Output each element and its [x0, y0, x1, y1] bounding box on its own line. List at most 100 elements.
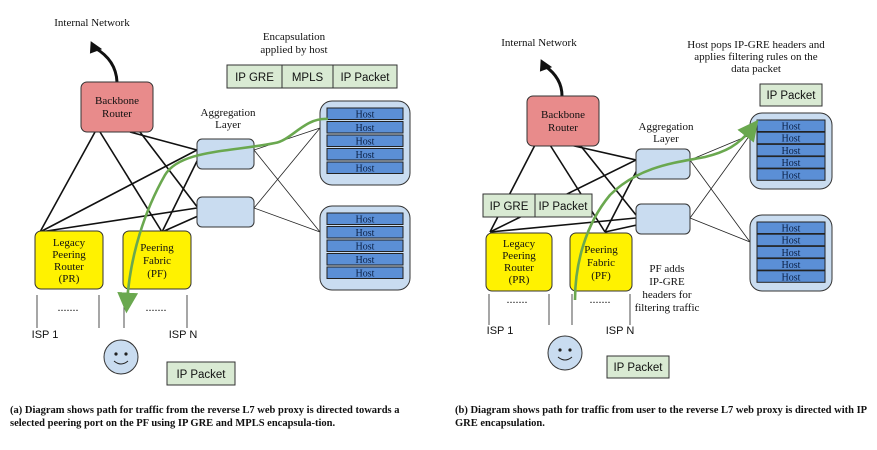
- host-label: Host: [782, 170, 801, 181]
- peering-fabric-label: Fabric: [587, 257, 615, 269]
- header-label: IP Packet: [538, 201, 588, 213]
- host-box: [326, 161, 404, 174]
- host-label: Host: [356, 150, 375, 161]
- host-box: [756, 270, 826, 283]
- thin-link: [689, 159, 751, 243]
- host-box: [326, 148, 404, 161]
- host-label: Host: [356, 110, 375, 121]
- host-label: Host: [782, 260, 801, 271]
- smiley-eye: [558, 348, 562, 352]
- backbone-router: [526, 95, 600, 147]
- thin-link: [689, 217, 751, 243]
- header-box: [534, 193, 593, 218]
- legacy-router-label: Router: [504, 262, 534, 274]
- aggregation-switch-bottom: [196, 196, 255, 228]
- host-box: [326, 239, 404, 252]
- header-box: [332, 64, 398, 89]
- peering-fabric-label: (PF): [591, 270, 611, 282]
- link: [99, 131, 163, 233]
- host-label: Host: [782, 122, 801, 133]
- host-box: [326, 266, 404, 279]
- smiley-face-icon: [547, 335, 583, 371]
- aggregation-label: Aggregation: [639, 121, 694, 133]
- caption-b: (b) Diagram shows path for traffic from …: [455, 405, 867, 429]
- peering-fabric-label: Peering: [140, 242, 174, 254]
- thin-link: [253, 149, 321, 233]
- host-packet-box: [759, 83, 823, 107]
- up-arrow-icon: [544, 64, 564, 97]
- packet-label: IP Packet: [613, 362, 663, 374]
- host-box: [326, 134, 404, 147]
- aggregation-label: Layer: [215, 119, 241, 131]
- encap-label: Encapsulation: [263, 31, 326, 43]
- pf-note: headers for: [642, 289, 692, 301]
- host-label: Host: [356, 137, 375, 148]
- port-dots: .......: [590, 292, 611, 306]
- host-label: Host: [356, 123, 375, 134]
- backbone-router: [80, 81, 154, 133]
- host-box: [756, 221, 826, 234]
- host-box: [756, 143, 826, 157]
- host-box: [326, 107, 404, 120]
- link: [129, 131, 198, 151]
- backbone-router-label: Backbone: [95, 95, 139, 107]
- smiley-face-icon: [103, 339, 139, 375]
- host-label: Host: [782, 248, 801, 259]
- backbone-router-label: Backbone: [541, 109, 585, 121]
- host-box: [326, 121, 404, 134]
- host-label: Host: [356, 215, 375, 226]
- host-box: [756, 233, 826, 247]
- traffic-path-arrow: [573, 119, 759, 301]
- aggregation-switch-bottom: [635, 203, 691, 235]
- smiley-eye: [114, 352, 118, 356]
- link: [489, 144, 536, 233]
- host-box: [756, 245, 826, 259]
- smiley-eye: [124, 352, 128, 356]
- host-label: Host: [782, 134, 801, 145]
- isp-left-label: ISP 1: [487, 325, 514, 337]
- aggregation-label: Layer: [653, 133, 679, 145]
- link: [161, 215, 199, 233]
- host-label: Host: [782, 158, 801, 169]
- host-label: Host: [782, 224, 801, 235]
- legacy-router-label: Peering: [52, 249, 86, 261]
- host-note: Host pops IP-GRE headers and: [687, 39, 825, 51]
- legacy-router-label: (PR): [509, 274, 530, 286]
- encap-label: applied by host: [260, 44, 327, 56]
- up-arrow-head: [89, 41, 103, 54]
- packet-label: IP Packet: [176, 369, 226, 381]
- caption-a: (a) Diagram shows path for traffic from …: [10, 405, 400, 429]
- link: [579, 144, 637, 216]
- host-label: Host: [782, 146, 801, 157]
- internet-label: Internal Network: [54, 17, 130, 29]
- isp-right-label: ISP N: [606, 325, 635, 337]
- legacy-router-label: Legacy: [503, 238, 536, 250]
- legacy-router-label: Peering: [502, 250, 536, 262]
- backbone-router-label: Router: [548, 122, 578, 134]
- aggregation-switch-top: [635, 148, 691, 180]
- pf-note: PF adds: [649, 263, 684, 275]
- host-label: Host: [356, 242, 375, 253]
- isp-right-label: ISP N: [169, 329, 198, 341]
- link: [604, 224, 638, 233]
- host-label: Host: [782, 236, 801, 247]
- port-dots: .......: [146, 300, 167, 314]
- packet-box: [606, 355, 670, 379]
- header-label: MPLS: [292, 72, 324, 84]
- aggregation-switch-top: [196, 138, 255, 170]
- smiley-mouth: [557, 356, 573, 361]
- host-packet-label: IP Packet: [766, 90, 816, 102]
- host-note: data packet: [731, 63, 781, 75]
- host-label: Host: [356, 255, 375, 266]
- link: [39, 149, 198, 233]
- legacy-router-label: Router: [54, 261, 84, 273]
- host-label: Host: [782, 272, 801, 283]
- header-label: IP Packet: [340, 72, 390, 84]
- isp-left-label: ISP 1: [32, 329, 59, 341]
- legacy-router-label: (PR): [59, 273, 80, 285]
- smiley-mouth: [113, 360, 129, 365]
- host-box: [326, 212, 404, 225]
